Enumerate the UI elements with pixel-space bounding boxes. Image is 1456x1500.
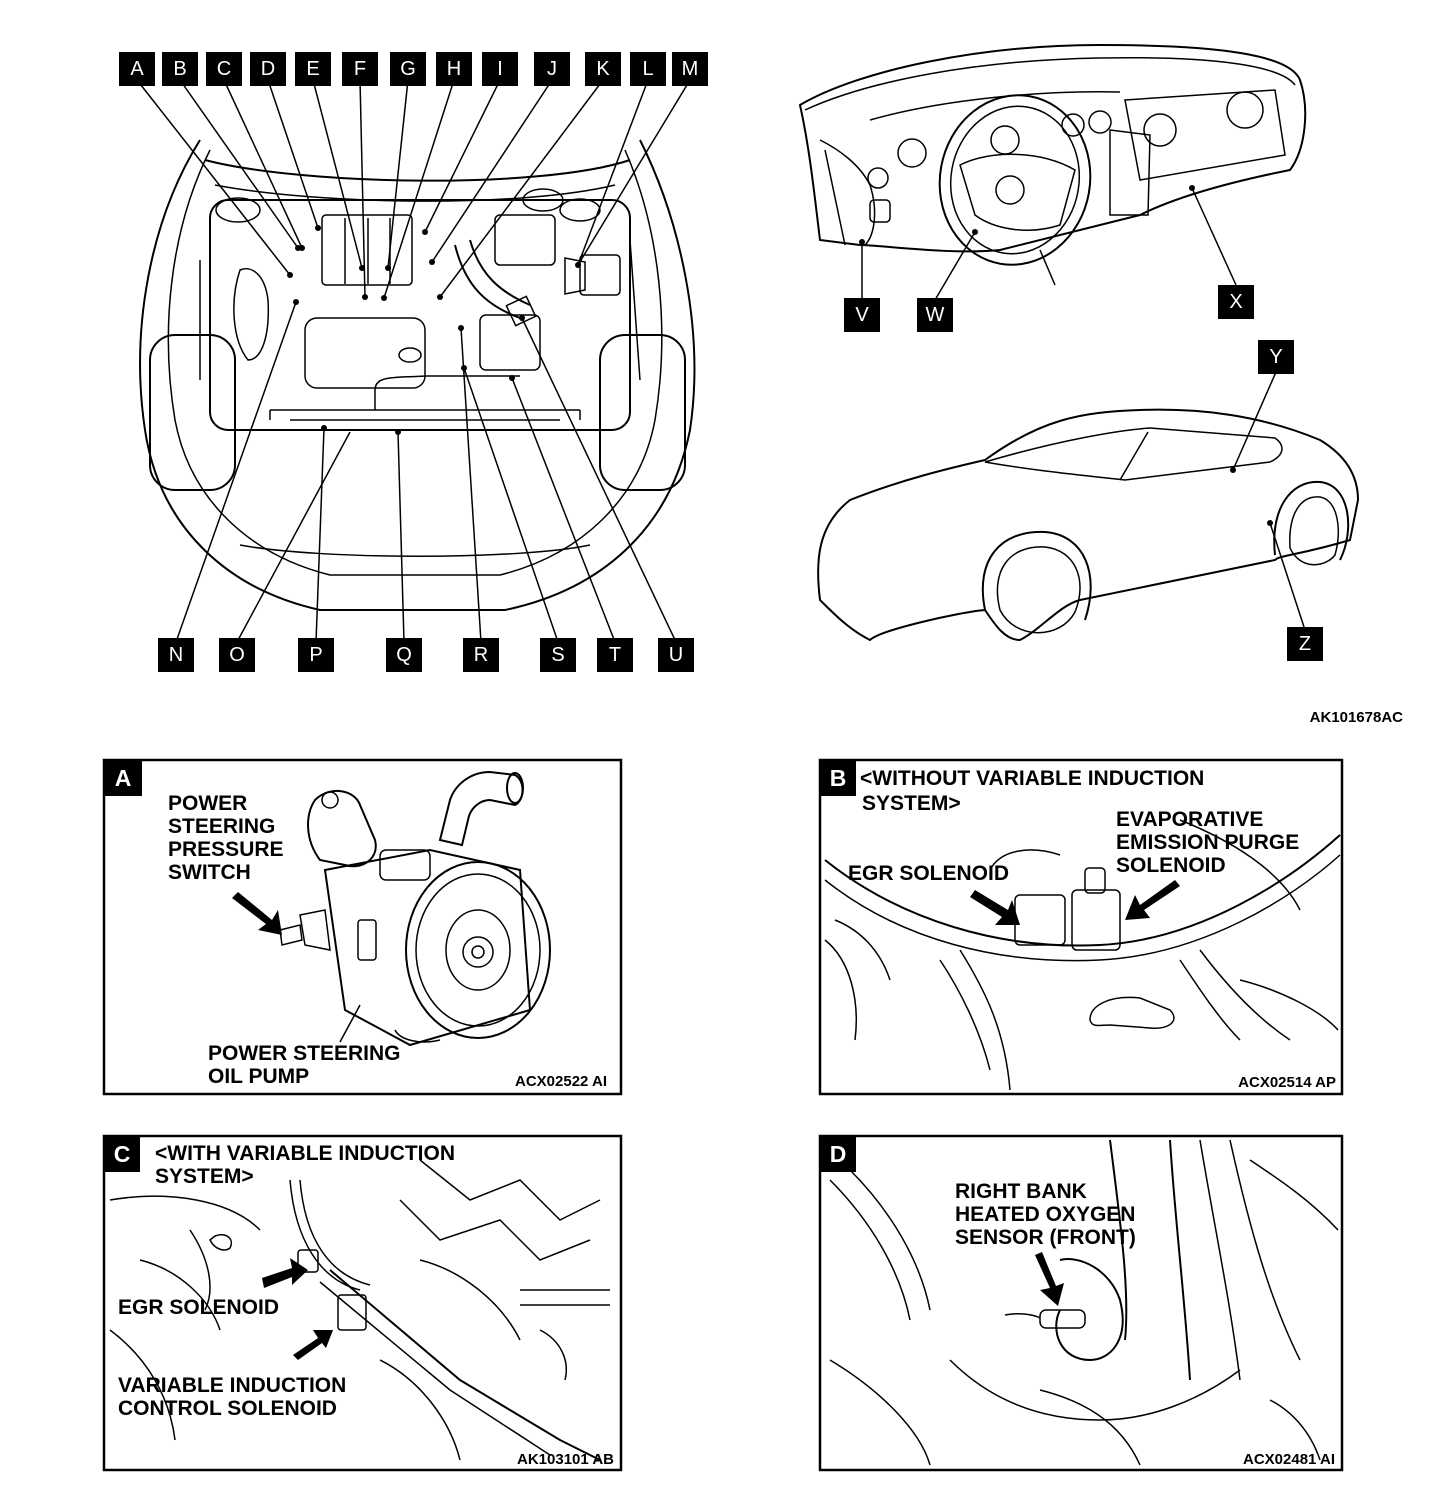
label-l: L: [642, 58, 653, 80]
car-labels: Y Z: [1258, 340, 1323, 661]
panel-c-callout-1: EGR SOLENOID: [118, 1296, 279, 1319]
label-v: V: [855, 304, 869, 326]
panel-b-callout-1: EVAPORATIVE EMISSION PURGE SOLENOID: [1116, 808, 1305, 877]
panel-a-callout-1: POWER STEERING PRESSURE SWITCH: [168, 792, 289, 884]
panel-c-title: <WITH VARIABLE INDUCTION SYSTEM>: [155, 1142, 461, 1188]
panel-c-code: AK103101 AB: [517, 1451, 614, 1468]
arrow-icon: [1125, 880, 1180, 920]
dashboard-drawing: [798, 43, 1307, 286]
label-d: D: [261, 58, 275, 80]
panel-b-badge: B: [830, 765, 847, 791]
engine-top-labels: A B C D E F G H I J K L M: [119, 52, 708, 86]
panel-b-callout-2: EGR SOLENOID: [848, 862, 1009, 885]
label-q: Q: [396, 644, 412, 666]
dashboard-leader-lines: [859, 185, 1237, 301]
label-w: W: [926, 304, 945, 326]
dashboard-labels: V W X: [844, 285, 1254, 332]
panel-b-engine-drawing: [824, 819, 1341, 1091]
panel-a-badge: A: [115, 765, 132, 791]
label-s: S: [551, 644, 564, 666]
label-t: T: [609, 644, 621, 666]
label-j: J: [547, 58, 557, 80]
engine-bottom-labels: N O P Q R S T U: [158, 638, 694, 672]
panel-d-callout-1: RIGHT BANK HEATED OXYGEN SENSOR (FRONT): [955, 1180, 1141, 1249]
label-m: M: [682, 58, 699, 80]
label-h: H: [447, 58, 461, 80]
label-o: O: [229, 644, 245, 666]
engine-compartment-drawing: [139, 139, 696, 611]
panel-b: B <WITHOUT VARIABLE INDUCTION SYSTEM> EV…: [818, 758, 1344, 1096]
label-k: K: [596, 58, 610, 80]
label-x: X: [1229, 291, 1242, 313]
panel-c: C <WITH VARIABLE INDUCTION SYSTEM> EGR S…: [102, 1134, 623, 1472]
panel-c-callout-2: VARIABLE INDUCTION CONTROL SOLENOID: [118, 1374, 352, 1420]
engine-leader-lines: [136, 79, 691, 643]
arrow-icon: [262, 1258, 308, 1288]
label-b: B: [173, 58, 186, 80]
panel-b-code: ACX02514 AP: [1238, 1074, 1336, 1091]
label-f: F: [354, 58, 366, 80]
label-c: C: [217, 58, 231, 80]
label-z: Z: [1299, 633, 1311, 655]
main-figure-code: AK101678AC: [1310, 709, 1404, 726]
panel-c-badge: C: [114, 1141, 131, 1167]
panel-d: D RIGHT BANK HEATED OXYGEN SENSOR (FRONT…: [818, 1134, 1344, 1472]
power-steering-pump-drawing: [279, 770, 551, 1047]
label-p: P: [309, 644, 322, 666]
label-i: I: [497, 58, 503, 80]
panel-d-badge: D: [830, 1141, 847, 1167]
panel-a-callout-2: POWER STEERING OIL PUMP: [208, 1042, 406, 1088]
panel-b-title: <WITHOUT VARIABLE INDUCTION SYSTEM>: [860, 767, 1210, 815]
label-r: R: [474, 644, 488, 666]
car-side-drawing: [817, 408, 1360, 642]
arrow-icon: [293, 1330, 333, 1360]
label-a: A: [130, 58, 144, 80]
arrow-icon: [232, 892, 282, 935]
label-g: G: [400, 58, 416, 80]
panel-d-code: ACX02481 AI: [1243, 1451, 1335, 1468]
panel-c-engine-drawing: [109, 1159, 610, 1461]
label-u: U: [669, 644, 683, 666]
arrow-icon: [970, 890, 1020, 925]
arrow-icon: [1035, 1252, 1064, 1306]
panel-a: A POWER STEERING PRESSURE SWITCH: [102, 758, 623, 1096]
panel-d-engine-drawing: [829, 1139, 1339, 1466]
panel-a-code: ACX02522 AI: [515, 1073, 607, 1090]
car-leader-lines: [1230, 371, 1306, 631]
label-n: N: [169, 644, 183, 666]
label-e: E: [306, 58, 319, 80]
label-y: Y: [1269, 346, 1282, 368]
